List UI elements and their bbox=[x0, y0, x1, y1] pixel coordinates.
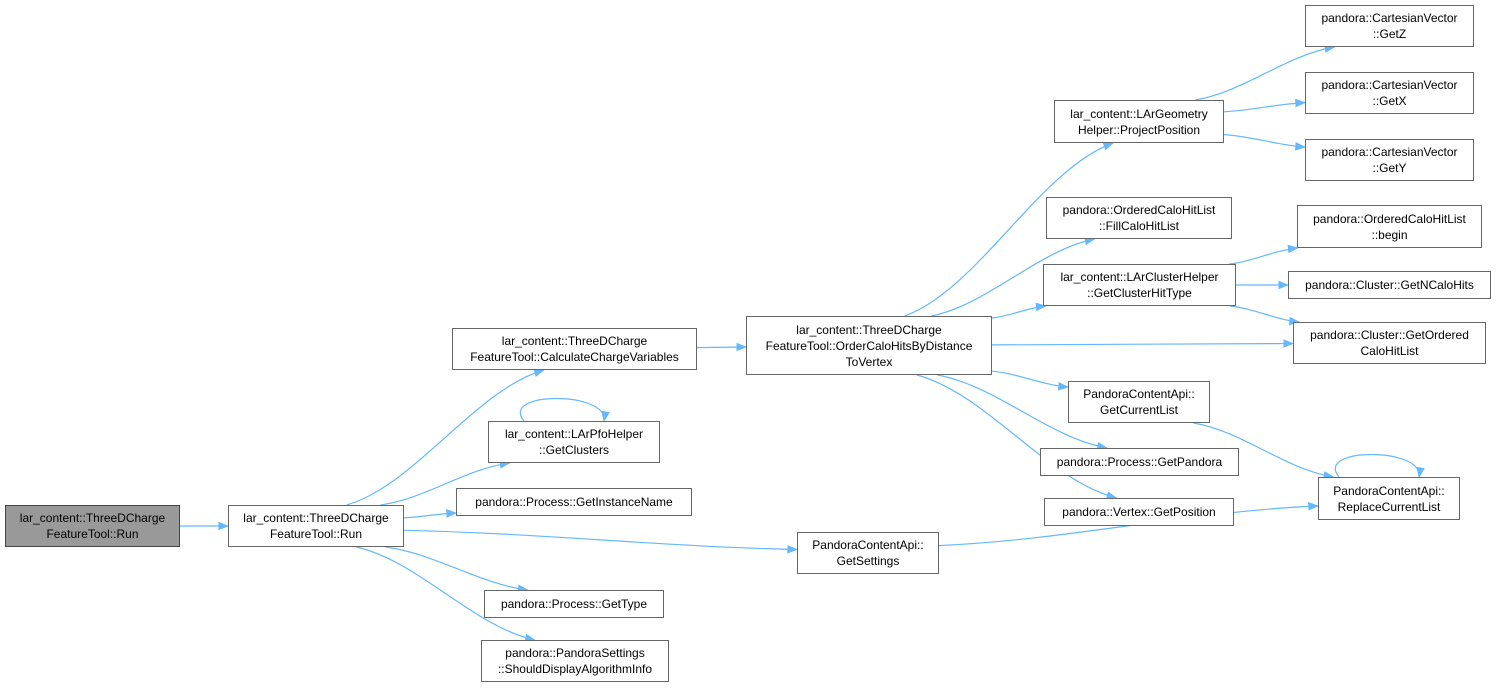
edge-order-to-getposition bbox=[916, 374, 1118, 500]
node-label-line: ::GetY bbox=[1372, 161, 1407, 175]
node-label-line: lar_content::ThreeDCharge bbox=[243, 511, 389, 525]
node-label-line: PandoraContentApi:: bbox=[1083, 387, 1195, 401]
node-label-line: FeatureTool::OrderCaloHitsByDistance bbox=[765, 338, 973, 353]
node-getncalohits[interactable]: pandora::Cluster::GetNCaloHits bbox=[1288, 271, 1491, 299]
edge-clusterhittype-to-begin bbox=[1229, 244, 1299, 265]
node-getpandora[interactable]: pandora::Process::GetPandora bbox=[1040, 448, 1239, 476]
node-replacecurrentlist[interactable]: PandoraContentApi::ReplaceCurrentList bbox=[1318, 477, 1460, 520]
node-label-line: ::GetX bbox=[1372, 94, 1407, 108]
node-clusterhittype[interactable]: lar_content::LArClusterHelper::GetCluste… bbox=[1043, 264, 1236, 306]
node-label-line: PandoraContentApi:: bbox=[1333, 483, 1445, 498]
node-gety[interactable]: pandora::CartesianVector::GetY bbox=[1305, 139, 1474, 181]
edge-order-to-project bbox=[904, 142, 1115, 317]
edge-run-to-shoulddisplay bbox=[356, 546, 536, 643]
node-label-line: GetSettings bbox=[836, 554, 900, 568]
node-label-line: pandora::OrderedCaloHitList bbox=[1313, 211, 1466, 226]
node-label-line: Helper::ProjectPosition bbox=[1077, 122, 1201, 137]
edge-project-to-getx bbox=[1223, 98, 1307, 113]
node-label-line: lar_content::LArClusterHelper bbox=[1060, 270, 1219, 284]
node-label-line: ::GetZ bbox=[1372, 27, 1407, 41]
node-label-line: lar_content::ThreeDCharge bbox=[19, 511, 166, 525]
edge-getclusters-to-getclusters bbox=[520, 397, 610, 423]
edge-run-to-gettype bbox=[385, 546, 529, 594]
node-getsettings[interactable]: PandoraContentApi::GetSettings bbox=[797, 532, 939, 574]
node-label-line: pandora::CartesianVector bbox=[1321, 78, 1458, 92]
node-label-line: ReplaceCurrentList bbox=[1337, 499, 1441, 514]
edge-calc-to-order bbox=[696, 342, 748, 352]
node-shoulddisplay[interactable]: pandora::PandoraSettings::ShouldDisplayA… bbox=[481, 640, 669, 682]
node-label-line: lar_content::LArGeometry bbox=[1070, 106, 1208, 121]
node-label-line: pandora::Process::GetInstanceName bbox=[475, 495, 673, 509]
edge-run-to-instname bbox=[403, 509, 458, 519]
node-label-line: pandora::Vertex::GetPosition bbox=[1062, 505, 1216, 519]
node-label-line: pandora::CartesianVector bbox=[1321, 145, 1458, 159]
node-label-line: pandora::CartesianVector bbox=[1321, 11, 1458, 25]
node-label-line: pandora::Process::GetPandora bbox=[1056, 455, 1223, 469]
node-label-line: ToVertex bbox=[845, 354, 893, 369]
edge-project-to-getz bbox=[1195, 44, 1336, 101]
edge-run-to-getsettings bbox=[403, 529, 799, 554]
node-label-line: pandora::Cluster::GetOrdered bbox=[1310, 328, 1469, 342]
node-getx[interactable]: pandora::CartesianVector::GetX bbox=[1305, 72, 1474, 114]
node-label-line: lar_content::LArPfoHelper bbox=[504, 427, 644, 441]
edge-replacecurrentlist-to-replacecurrentlist bbox=[1335, 453, 1425, 479]
node-label-line: pandora::OrderedCaloHitList bbox=[1062, 203, 1216, 217]
node-label-line: PandoraContentApi:: bbox=[812, 538, 924, 552]
node-label-line: lar_content::ThreeDCharge bbox=[796, 322, 942, 337]
edge-run-to-getclusters bbox=[380, 460, 511, 506]
node-gettype[interactable]: pandora::Process::GetType bbox=[484, 590, 664, 618]
node-getclusters[interactable]: lar_content::LArPfoHelper::GetClusters bbox=[488, 421, 660, 463]
edge-order-to-clusterhittype bbox=[991, 302, 1047, 319]
edge-clusterhittype-to-getorderedcalohitlist bbox=[1229, 305, 1301, 326]
node-label-line: ::FillCaloHitList bbox=[1098, 219, 1179, 233]
edge-project-to-gety bbox=[1223, 134, 1307, 151]
node-label-line: FeatureTool::Run bbox=[269, 527, 363, 541]
node-label-line: pandora::Process::GetType bbox=[500, 597, 648, 611]
node-fillcalo[interactable]: pandora::OrderedCaloHitList::FillCaloHit… bbox=[1046, 197, 1232, 239]
node-label-line: ::GetClusters bbox=[538, 443, 610, 457]
node-label-line: GetCurrentList bbox=[1099, 403, 1179, 417]
node-label-line: FeatureTool::CalculateChargeVariables bbox=[470, 350, 679, 364]
edge-getcurrentlist-to-replacecurrentlist bbox=[1193, 422, 1335, 480]
node-begin[interactable]: pandora::OrderedCaloHitList::begin bbox=[1297, 205, 1482, 248]
node-label-line: pandora::PandoraSettings bbox=[505, 646, 645, 660]
node-label-line: FeatureTool::Run bbox=[46, 527, 139, 541]
edge-order-to-getpandora bbox=[937, 374, 1109, 451]
node-label-line: ::GetClusterHitType bbox=[1087, 286, 1192, 300]
node-instname[interactable]: pandora::Process::GetInstanceName bbox=[456, 488, 692, 516]
node-getz[interactable]: pandora::CartesianVector::GetZ bbox=[1305, 5, 1474, 47]
edge-order-to-fillcalo bbox=[931, 236, 1096, 317]
node-getcurrentlist[interactable]: PandoraContentApi::GetCurrentList bbox=[1068, 381, 1210, 423]
edge-order-to-getorderedcalohitlist bbox=[991, 339, 1295, 348]
node-getposition[interactable]: pandora::Vertex::GetPosition bbox=[1044, 498, 1234, 526]
edge-order-to-getcurrentlist bbox=[991, 370, 1070, 391]
node-label-line: lar_content::ThreeDCharge bbox=[501, 334, 648, 348]
node-label-line: CaloHitList bbox=[1360, 344, 1419, 358]
node-label-line: ::begin bbox=[1371, 227, 1408, 242]
node-label-line: pandora::Cluster::GetNCaloHits bbox=[1305, 278, 1474, 292]
edge-run-to-calc bbox=[346, 368, 545, 506]
node-label-line: ::ShouldDisplayAlgorithmInfo bbox=[497, 662, 653, 676]
